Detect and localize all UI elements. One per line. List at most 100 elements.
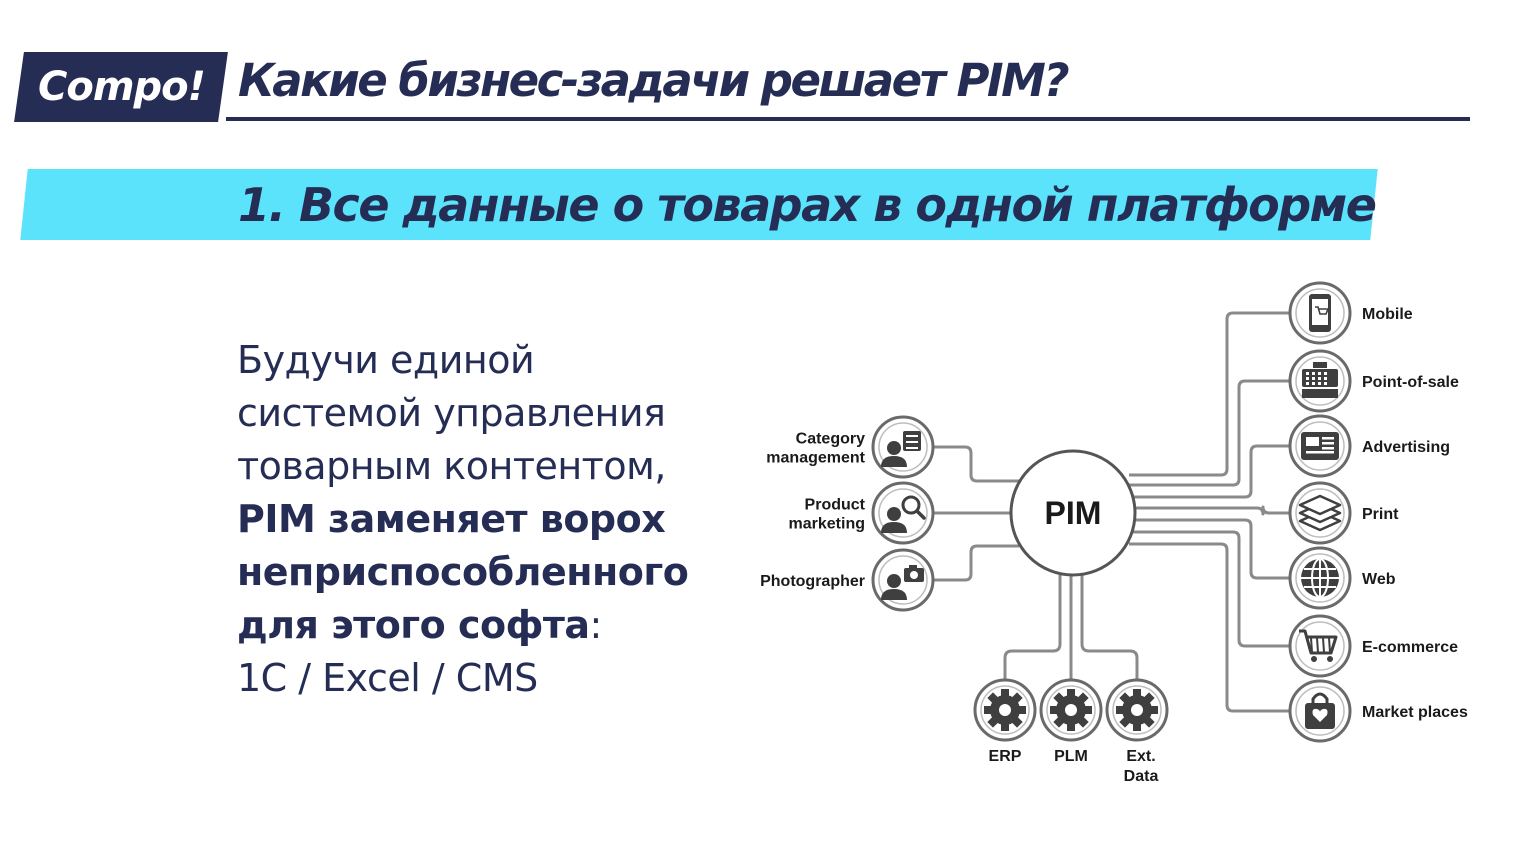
node-inner-ring xyxy=(1295,621,1345,671)
person-body xyxy=(881,456,907,467)
gear-tooth xyxy=(1018,706,1026,714)
board-line xyxy=(1322,447,1334,450)
description-line: 1С / Excel / CMS xyxy=(237,656,538,700)
description-line: Будучи единой xyxy=(237,338,535,382)
register-key xyxy=(1324,372,1327,375)
cart-wheel xyxy=(1311,656,1317,662)
magnifier-handle xyxy=(915,509,926,520)
gear-tooth xyxy=(1067,689,1075,697)
gear-tooth xyxy=(1067,723,1075,731)
output-node: E-commerce xyxy=(1288,614,1458,678)
shopping-bag-icon xyxy=(1305,692,1335,729)
pim-node: PIM xyxy=(1009,449,1137,577)
board-line xyxy=(1322,442,1334,445)
compo-logo: Compo! xyxy=(14,52,228,122)
phone-cart xyxy=(1315,306,1330,315)
register-key xyxy=(1318,372,1321,375)
register-key xyxy=(1312,377,1315,380)
pim-circle xyxy=(1009,449,1137,577)
description-text: Будучи единой системой управления товарн… xyxy=(237,334,727,705)
cart-bar xyxy=(1328,637,1331,653)
source-node: PLM xyxy=(1039,678,1103,765)
input-node: Product marketing xyxy=(789,481,935,545)
board-line xyxy=(1322,437,1334,440)
photographer-icon xyxy=(881,565,924,600)
register-key xyxy=(1324,377,1327,380)
pim-label: PIM xyxy=(1045,495,1102,531)
source-label: ERP xyxy=(989,748,1022,765)
cart-bar xyxy=(1316,637,1319,653)
section-heading: 1. Все данные о товарах в одной платформ… xyxy=(238,178,1377,232)
bag-heart xyxy=(1312,708,1328,722)
output-label: Market places xyxy=(1362,704,1468,721)
gear-hole xyxy=(999,704,1011,716)
register-key xyxy=(1324,382,1327,385)
cart-frame xyxy=(1299,629,1338,655)
input-label: management xyxy=(766,450,865,467)
gear-tooth xyxy=(1133,689,1141,697)
camera-lens xyxy=(910,571,918,579)
register-key xyxy=(1306,372,1309,375)
person-head xyxy=(887,441,901,455)
register-key xyxy=(1306,377,1309,380)
gear-hole xyxy=(1131,704,1143,716)
output-node: Point-of-sale xyxy=(1288,349,1459,413)
source-label: Data xyxy=(1124,768,1159,785)
gear-tooth xyxy=(1050,706,1058,714)
gear-icon xyxy=(984,689,1026,731)
output-node: Web xyxy=(1288,546,1396,610)
input-node: Photographer xyxy=(760,548,935,612)
register-drawer xyxy=(1302,389,1338,398)
person-head xyxy=(887,574,901,588)
output-label: E-commerce xyxy=(1362,639,1458,656)
register-key xyxy=(1318,377,1321,380)
bag-handle xyxy=(1311,692,1329,703)
register-key xyxy=(1312,372,1315,375)
document-line xyxy=(906,447,918,449)
advertising-icon xyxy=(1301,432,1339,460)
product-marketing-icon xyxy=(881,495,926,533)
register-key xyxy=(1318,382,1321,385)
source-label: PLM xyxy=(1054,748,1088,765)
output-node: Advertising xyxy=(1288,414,1450,478)
shopping-cart-icon xyxy=(1299,629,1338,662)
output-label: Print xyxy=(1362,506,1399,523)
gear-tooth xyxy=(1084,706,1092,714)
magnifier-lens xyxy=(901,495,921,515)
description-line: товарным контентом, xyxy=(237,444,666,488)
gear-tooth xyxy=(1001,689,1009,697)
output-label: Advertising xyxy=(1362,439,1450,456)
source-node: ERP xyxy=(973,678,1037,765)
output-node: Print xyxy=(1288,481,1399,545)
print-layers-icon xyxy=(1298,494,1342,532)
gear-icon xyxy=(1116,689,1158,731)
layer xyxy=(1298,494,1342,516)
input-label: Product xyxy=(805,497,866,514)
output-label: Web xyxy=(1362,571,1396,588)
page-title: Какие бизнес-задачи решает PIM? xyxy=(238,54,1070,107)
register-key xyxy=(1306,382,1309,385)
register-display xyxy=(1313,362,1327,368)
category-management-icon xyxy=(881,431,921,467)
document-line xyxy=(906,441,918,443)
gear-tooth xyxy=(1133,723,1141,731)
cart-wheel xyxy=(1327,656,1333,662)
register-key xyxy=(1312,382,1315,385)
pim-diagram: PIMCategorymanagementProductmarketingPho… xyxy=(760,281,1468,785)
gear-tooth xyxy=(984,706,992,714)
description-line: системой управления xyxy=(237,391,666,435)
title-underline xyxy=(226,117,1470,121)
description-bold-line: неприспособленного xyxy=(237,550,689,594)
gear-hole xyxy=(1065,704,1077,716)
source-node: Ext.Data xyxy=(1105,678,1169,785)
connector-lines xyxy=(933,311,1290,713)
input-label: marketing xyxy=(789,516,865,533)
globe-icon xyxy=(1301,558,1339,598)
board-line xyxy=(1306,451,1334,454)
output-node: Mobile xyxy=(1288,281,1413,345)
description-colon: : xyxy=(589,603,603,647)
output-label: Point-of-sale xyxy=(1362,374,1459,391)
logo-text: Compo! xyxy=(37,64,205,110)
description-bold-line: для этого софта xyxy=(237,603,590,647)
mobile-icon xyxy=(1309,294,1331,332)
